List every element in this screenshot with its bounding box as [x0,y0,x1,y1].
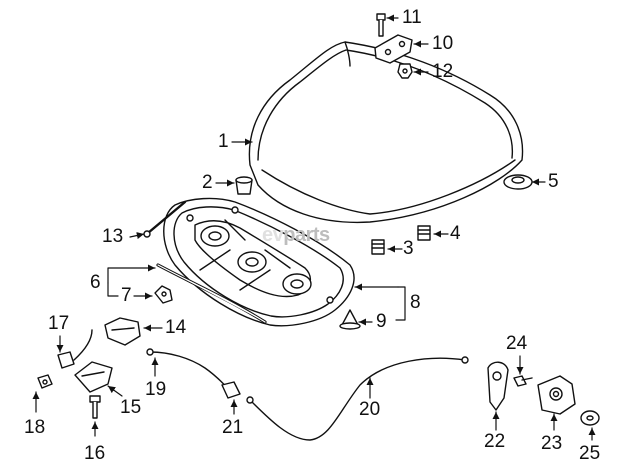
latch-bolt [37,374,53,389]
callout-19: 19 [145,379,167,400]
callout-15: 15 [120,397,142,418]
washer [580,410,600,426]
callout-9: 9 [376,311,387,332]
callout-24: 24 [506,333,528,354]
release-handle-bracket [104,317,141,346]
latch-mount-bolt [513,375,533,387]
callout-21: 21 [222,417,244,438]
callout-18: 18 [24,417,46,438]
callout-1: 1 [218,131,229,152]
callout-7: 7 [121,285,132,306]
callout-14: 14 [165,317,187,338]
callout-10: 10 [432,33,454,54]
cable-clip [221,381,241,399]
callout-2: 2 [202,172,213,193]
leader-lines [32,14,596,441]
watermark-text-b: parts [283,224,330,246]
callout-8: 8 [410,292,421,313]
callout-13: 13 [102,226,124,247]
hood-sensor [57,329,93,369]
watermark-logo: evparts [262,224,330,247]
bumper-4 [417,225,431,241]
hood-latch-striker [487,361,509,411]
callout-11: 11 [402,7,422,28]
callout-5: 5 [548,171,559,192]
callout-4: 4 [450,223,461,244]
callout-17: 17 [48,313,70,334]
hood-panel [248,41,524,224]
callout-22: 22 [484,431,506,452]
hinge-bolt [376,13,386,37]
weatherstrip-seal [156,263,267,324]
hood-latch-assembly [537,375,576,415]
bumper-2 [235,176,253,195]
callout-23: 23 [541,433,563,454]
callout-20: 20 [359,399,381,420]
bumper-3 [371,239,385,255]
hinge-nut [397,63,413,79]
callout-16: 16 [84,443,106,464]
hood-hinge [374,34,413,64]
callout-3: 3 [403,238,414,259]
watermark-text-a: ev [262,224,284,246]
release-handle [74,361,113,393]
grommet [503,174,533,190]
release-cable [246,356,469,441]
callout-12: 12 [432,61,454,82]
push-clip [339,309,361,330]
callout-6: 6 [90,272,101,293]
retainer-clip [154,285,173,304]
callout-25: 25 [579,443,601,464]
mounting-screw [89,395,101,419]
